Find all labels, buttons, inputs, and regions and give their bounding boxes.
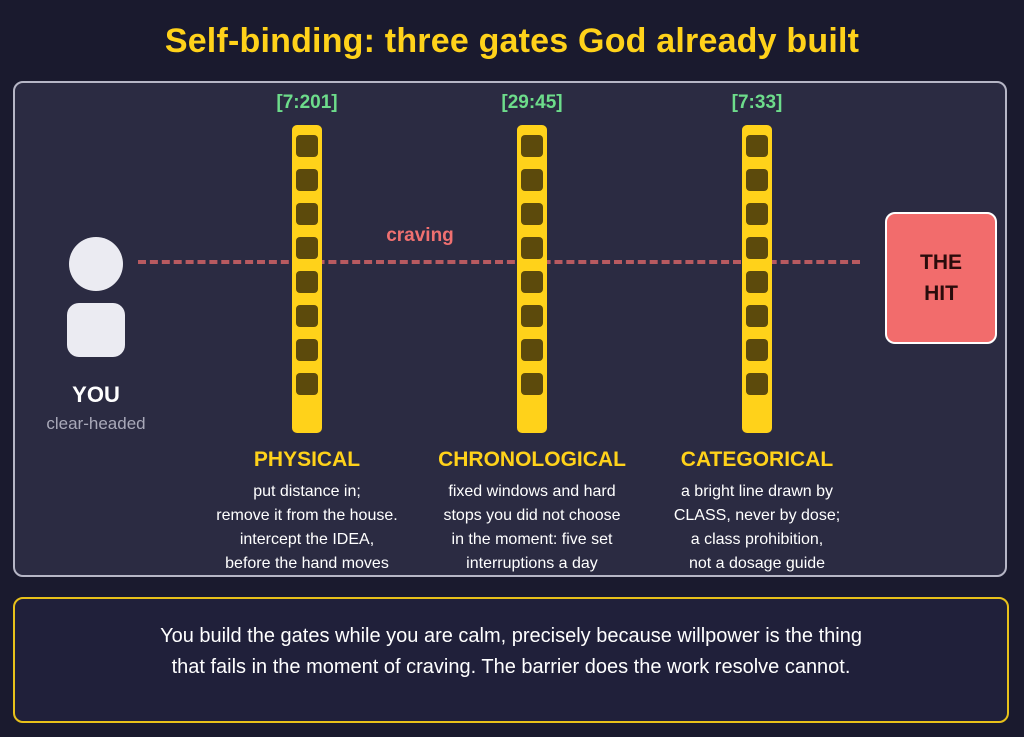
person-body-icon bbox=[67, 303, 125, 357]
gate-physical-description: put distance in; remove it from the hous… bbox=[216, 483, 398, 572]
summary-note: You build the gates while you are calm, … bbox=[13, 597, 1009, 723]
gate-chronological-label: CHRONOLOGICAL bbox=[438, 448, 626, 471]
the-hit-line2: HIT bbox=[924, 282, 958, 305]
craving-path-line bbox=[138, 260, 860, 264]
craving-label: craving bbox=[386, 225, 454, 246]
gate-categorical-bar bbox=[742, 125, 772, 433]
gate-categorical-description: a bright line drawn by CLASS, never by d… bbox=[673, 483, 841, 572]
gate-chronological-description: fixed windows and hard stops you did not… bbox=[443, 483, 621, 572]
person-head-icon bbox=[69, 237, 123, 291]
diagram-panel bbox=[13, 81, 1007, 577]
gate-categorical-reference: [7:33] bbox=[731, 92, 783, 113]
gate-chronological-reference: [29:45] bbox=[501, 92, 563, 113]
you-label: YOU bbox=[72, 382, 120, 407]
gate-physical-bar bbox=[292, 125, 322, 433]
the-hit-box: THE HIT bbox=[885, 212, 997, 344]
gate-physical-reference: [7:201] bbox=[276, 92, 338, 113]
gate-physical-label: PHYSICAL bbox=[253, 448, 361, 471]
gate-categorical-label: CATEGORICAL bbox=[680, 448, 834, 471]
you-sublabel: clear-headed bbox=[46, 414, 146, 433]
summary-note-line1: You build the gates while you are calm, … bbox=[160, 625, 862, 647]
summary-note-line2: that fails in the moment of craving. The… bbox=[171, 656, 851, 678]
the-hit-line1: THE bbox=[920, 251, 962, 274]
gate-chronological-bar bbox=[517, 125, 547, 433]
diagram-title: Self-binding: three gates God already bu… bbox=[164, 22, 860, 60]
